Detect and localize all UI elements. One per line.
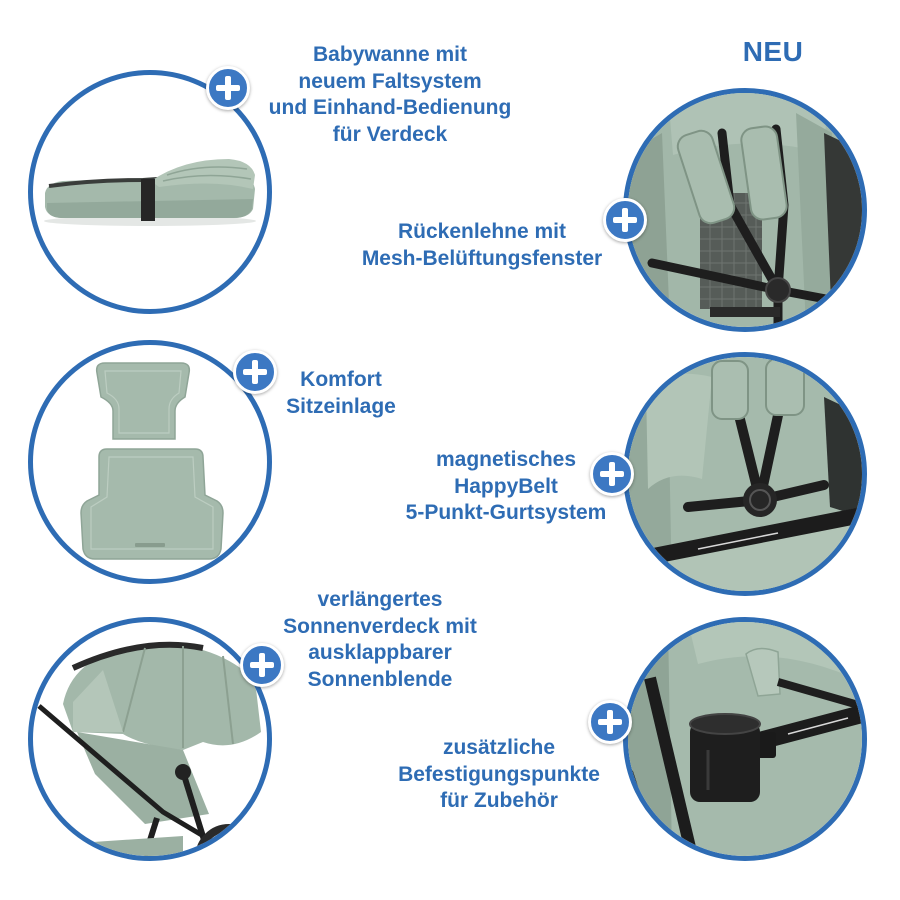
magnetic-buckle-ring (749, 489, 771, 511)
insert-headpiece (95, 362, 191, 440)
feature-image-harness (623, 352, 867, 596)
caption-line: Sitzeinlage (286, 394, 396, 418)
footrest (93, 836, 183, 856)
feature-caption-harness: magnetisches HappyBelt 5-Punkt-Gurtsyste… (381, 447, 631, 527)
shoulder-pad-right (740, 125, 788, 221)
new-label: NEU (742, 36, 804, 67)
insert-body-stitch (90, 456, 214, 550)
shoulder-pad-left (711, 360, 749, 420)
caption-line: verlängertes (317, 588, 443, 611)
backrest-illustration (628, 93, 862, 327)
canopy-rim (71, 641, 204, 671)
caption-line: 5-Punkt-Gurtsystem (405, 501, 607, 524)
plus-icon (590, 452, 634, 496)
shoulder-pad-left (676, 129, 736, 225)
feature-caption-seat-insert: Komfort Sitzeinlage (261, 367, 421, 420)
wheel (195, 824, 263, 856)
cup-holder-illustration (628, 622, 862, 856)
side-frame (824, 397, 862, 517)
frame-tube (644, 676, 698, 856)
canopy-hinge (175, 764, 191, 780)
canopy-seam (222, 655, 234, 745)
caption-line: zusätzliche (442, 736, 556, 759)
feature-image-canopy (28, 617, 272, 861)
side-frame (824, 133, 862, 327)
magnetic-buckle (743, 483, 777, 517)
feature-caption-bassinet: Babywanne mit neuem Faltsystem und Einha… (240, 42, 540, 148)
caption-line: für Zubehör (440, 789, 558, 812)
caption-line: Befestigungspunkte (398, 762, 600, 786)
insert-tag (135, 543, 165, 547)
sun-visor (73, 670, 123, 732)
cup-holder-rim (689, 713, 761, 735)
strap (776, 678, 862, 710)
caption-line: und Einhand-Bedienung (268, 96, 512, 119)
insert-body-cushion (80, 448, 224, 560)
feature-caption-backrest: Rückenlehne mit Mesh-Belüftungsfenster (337, 219, 627, 272)
feature-image-bassinet (28, 70, 272, 314)
buckle (765, 277, 791, 303)
feature-image-accessory-points (623, 617, 867, 861)
caption-line: Komfort (300, 368, 382, 391)
shoulder-pad-right (765, 358, 805, 416)
caption-line: Sonnenverdeck mit (283, 614, 477, 638)
fold-mechanism (141, 179, 155, 221)
bumper-bar-print (787, 717, 849, 735)
hood-seam (166, 166, 248, 176)
plus-icon (206, 66, 250, 110)
feature-image-backrest (623, 88, 867, 332)
caption-line: Sonnenblende (307, 667, 453, 691)
seat-insert-illustration (80, 362, 224, 560)
harness-illustration (628, 357, 862, 591)
caption-line: Rückenlehne mit (397, 220, 567, 243)
caption-line: Babywanne mit (312, 43, 468, 66)
fabric-loop (745, 647, 781, 697)
seat-fabric (77, 732, 209, 824)
plus-icon (603, 198, 647, 242)
bumper-bar-print (697, 532, 779, 550)
caption-line: ausklappbarer (308, 641, 452, 664)
plus-icon (233, 350, 277, 394)
bumper-bar (628, 507, 862, 569)
plus-icon (240, 643, 284, 687)
feature-caption-canopy: verlängertes Sonnenverdeck mit ausklappb… (260, 587, 500, 693)
bassinet-illustration (44, 159, 256, 226)
hood-seam (162, 174, 252, 182)
caption-line: HappyBelt (454, 474, 558, 498)
care-label (710, 307, 780, 317)
caption-line: magnetisches (435, 448, 577, 471)
canopy-seam (122, 647, 146, 733)
caption-line: für Verdeck (332, 122, 448, 146)
insert-headpiece-stitch (104, 370, 182, 434)
stroller-canopy-illustration (37, 641, 263, 856)
headrest-wing (646, 373, 712, 489)
caption-line: neuem Faltsystem (298, 69, 482, 93)
plus-icon (588, 700, 632, 744)
bassinet-folded-hood (151, 159, 255, 189)
caption-line: Mesh-Belüftungsfenster (361, 246, 603, 270)
feature-caption-accessory-points: zusätzliche Befestigungspunkte für Zubeh… (374, 735, 624, 815)
feature-image-seat-insert (28, 340, 272, 584)
